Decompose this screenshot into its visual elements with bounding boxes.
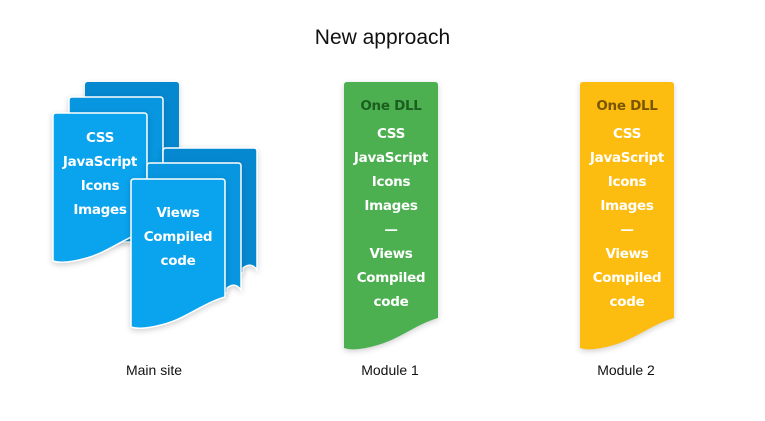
module1-dll-doc: [344, 82, 438, 350]
separator-dash: —: [384, 222, 398, 238]
doc-front-2-text: Views Compiled code: [131, 201, 225, 273]
module2-dll-label: One DLL: [596, 98, 658, 114]
asset-line: Views: [156, 205, 200, 221]
asset-line: code: [160, 253, 196, 269]
asset-line: code: [609, 294, 645, 310]
module1-dll-label: One DLL: [360, 98, 422, 114]
module2-caption: Module 2: [597, 362, 655, 378]
asset-line: Compiled: [592, 270, 662, 286]
asset-line: Compiled: [143, 229, 213, 245]
doc-front-2: [130, 178, 226, 330]
asset-line: code: [373, 294, 409, 310]
module1-doc-text: One DLL CSS JavaScript Icons Images — Vi…: [344, 94, 438, 314]
separator-dash: —: [620, 222, 634, 238]
asset-line: Images: [73, 202, 127, 218]
asset-line: JavaScript: [62, 154, 138, 170]
doc-front-1: [52, 112, 148, 264]
asset-line: Icons: [607, 174, 647, 190]
asset-line: CSS: [376, 126, 406, 142]
asset-line: JavaScript: [353, 150, 429, 166]
diagram-title: New approach: [314, 26, 451, 49]
module1-caption: Module 1: [361, 362, 419, 378]
main-site-caption: Main site: [125, 362, 183, 378]
asset-line: Icons: [80, 178, 120, 194]
asset-line: Views: [605, 246, 649, 262]
asset-line: CSS: [85, 130, 115, 146]
asset-line: Images: [600, 198, 654, 214]
asset-line: Icons: [371, 174, 411, 190]
asset-line: Views: [369, 246, 413, 262]
asset-line: Compiled: [356, 270, 426, 286]
asset-line: JavaScript: [589, 150, 665, 166]
doc-front-1-text: CSS JavaScript Icons Images: [53, 126, 147, 222]
asset-line: CSS: [612, 126, 642, 142]
module2-doc-text: One DLL CSS JavaScript Icons Images — Vi…: [580, 94, 674, 314]
module2-dll-doc: [580, 82, 674, 350]
asset-line: Images: [364, 198, 418, 214]
